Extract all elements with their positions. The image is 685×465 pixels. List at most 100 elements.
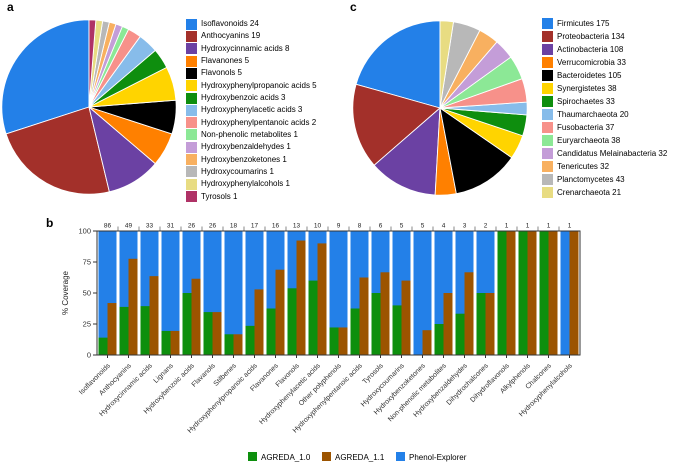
bar-agreda-1-0-hydroxyphenylpentanoic-acids: [350, 308, 360, 355]
bar-count-label: 49: [125, 223, 133, 230]
legend-label: Phenol-Explorer: [409, 453, 467, 462]
legend-item-hydroxycoumarins: Hydroxycoumarins 1: [186, 166, 317, 178]
legend-label: AGREDA_1.1: [335, 453, 385, 462]
legend-label: Spirochaetes 33: [557, 96, 615, 106]
bar-agreda-1-0-anthocyanins: [119, 306, 129, 355]
legend-swatch: [186, 104, 197, 116]
y-tick-label: 75: [83, 258, 91, 267]
bar-agreda-1-1-other-polyphenols: [338, 327, 348, 355]
legend-item-candidatus-melainabacteria: Candidatus Melainabacteria 32: [542, 147, 667, 160]
legend-item-anthocyanins: Anthocyanins 19: [186, 30, 317, 42]
legend-label: Flavanones 5: [201, 56, 250, 66]
legend-swatch: [186, 30, 197, 42]
legend-label: Actinobacteria 108: [557, 44, 624, 54]
bar-agreda-1-1-dihydroflavonols: [506, 231, 516, 355]
legend-label: Planctomycetes 43: [557, 174, 625, 184]
legend-item-verrucomicrobia: Verrucomicrobia 33: [542, 56, 667, 69]
bar-legend-item-agreda-1-1: AGREDA_1.1: [322, 452, 385, 462]
metabolite-classes-pie-chart: [1, 19, 177, 195]
legend-label: Verrucomicrobia 33: [557, 57, 626, 67]
pie-slice-actinobacteria: [373, 107, 441, 196]
bar-phenol-explorer-lignans: [161, 231, 180, 355]
legend-swatch: [542, 18, 553, 29]
bar-count-label: 3: [463, 223, 467, 230]
bar-count-label: 1: [547, 223, 551, 230]
bar-agreda-1-1-hydroxyphenylacetic-acids: [317, 243, 327, 355]
legend-swatch: [186, 43, 197, 55]
legend-swatch: [248, 452, 257, 461]
legend-item-flavonols: Flavonols 5: [186, 67, 317, 79]
panel-b-label: b: [46, 216, 54, 230]
bar-agreda-1-0-other-polyphenols: [329, 327, 339, 355]
legend-label: Hydroxybenzoic acids 3: [201, 93, 286, 103]
legend-swatch: [186, 92, 197, 104]
pie-svg-c: [352, 20, 528, 196]
bar-agreda-1-0-hydroxyphenylpropanoic-acids: [245, 325, 255, 355]
legend-item-crenarchaeota: Crenarchaeota 21: [542, 186, 667, 199]
legend-item-firmicutes: Firmicutes 175: [542, 17, 667, 30]
bar-count-label: 16: [272, 223, 280, 230]
legend-item-tenericutes: Tenericutes 32: [542, 160, 667, 173]
bar-count-label: 13: [293, 223, 301, 230]
bar-count-label: 1: [505, 223, 509, 230]
bar-count-label: 1: [526, 223, 530, 230]
bar-agreda-1-0-hydroxycinnamic-acids: [140, 306, 150, 355]
plot-border: [96, 230, 581, 356]
legend-label: Hydroxycinnamic acids 8: [201, 43, 290, 53]
bar-phenol-explorer-stilbenes: [224, 231, 243, 355]
bar-agreda-1-1-hydroxycoumarins: [401, 280, 411, 355]
bar-agreda-1-0-flavanols: [203, 312, 213, 355]
legend-swatch: [396, 452, 405, 461]
legend-label: Hydroxyphenylpentanoic acids 2: [201, 117, 317, 127]
bar-legend-item-phenol-explorer: Phenol-Explorer: [396, 452, 467, 462]
legend-swatch: [542, 161, 553, 172]
legend-swatch: [542, 57, 553, 68]
legend-label: Fusobacteria 37: [557, 122, 615, 132]
bar-count-label: 17: [251, 223, 259, 230]
legend-label: Hydroxyphenylalcohols 1: [201, 179, 290, 189]
legend-swatch: [542, 122, 553, 133]
legend-swatch: [542, 148, 553, 159]
bar-agreda-1-1-chalcones: [548, 231, 558, 355]
bar-agreda-1-1-tyrosols: [380, 272, 390, 355]
legend-item-flavanones: Flavanones 5: [186, 55, 317, 67]
legend-item-hydroxyphenylpentanoic-acids: Hydroxyphenylpentanoic acids 2: [186, 117, 317, 129]
bar-agreda-1-1-flavonols: [296, 240, 306, 355]
legend-item-hydroxyphenylalcohols: Hydroxyphenylalcohols 1: [186, 178, 317, 190]
legend-label: Anthocyanins 19: [201, 31, 261, 41]
bar-agreda-1-0-chalcones: [539, 231, 549, 355]
legend-swatch: [542, 109, 553, 120]
legend-swatch: [186, 141, 197, 153]
legend-swatch: [186, 55, 197, 67]
legend-swatch: [186, 178, 197, 190]
bar-count-label: 18: [230, 223, 238, 230]
legend-swatch: [186, 129, 197, 141]
legend-swatch: [186, 18, 197, 30]
bar-agreda-1-1-alkylphenols: [527, 231, 537, 355]
bar-count-label: 5: [421, 223, 425, 230]
pie-slice-firmicutes: [355, 20, 441, 109]
legend-swatch: [186, 166, 197, 178]
legend-label: Non-phenolic metabolites 1: [201, 129, 298, 139]
legend-item-fusobacteria: Fusobacteria 37: [542, 121, 667, 134]
panel-a-label: a: [7, 0, 14, 14]
legend-label: Thaumarchaeota 20: [557, 109, 629, 119]
legend-item-hydroxybenzoic-acids: Hydroxybenzoic acids 3: [186, 92, 317, 104]
bar-agreda-1-1-anthocyanins: [128, 258, 138, 355]
bar-count-label: 4: [442, 223, 446, 230]
legend-label: Synergistetes 38: [557, 83, 617, 93]
bar-agreda-1-1-non-phenolic-metabolites: [443, 293, 453, 355]
y-axis-title: % Coverage: [61, 270, 70, 315]
y-tick-label: 0: [87, 351, 91, 360]
legend-swatch: [542, 174, 553, 185]
bar-agreda-1-0-stilbenes: [224, 334, 234, 355]
pie-slice-anthocyanins: [5, 106, 110, 195]
pie-slice-tyrosols: [88, 19, 97, 108]
legend-item-planctomycetes: Planctomycetes 43: [542, 173, 667, 186]
legend-item-isoflavonoids: Isoflavonoids 24: [186, 18, 317, 30]
legend-label: AGREDA_1.0: [261, 453, 311, 462]
legend-label: Crenarchaeota 21: [557, 187, 622, 197]
